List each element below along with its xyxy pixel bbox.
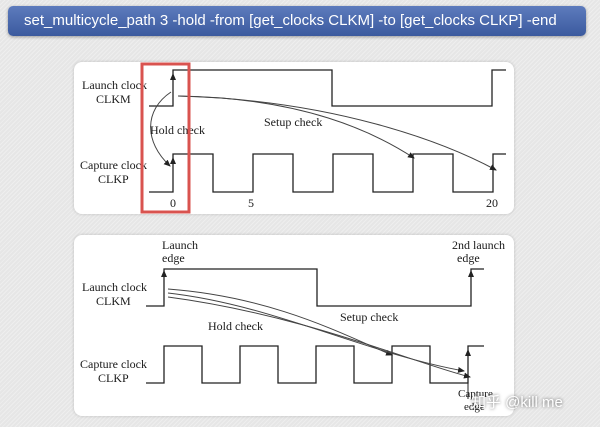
bottom-capture-edge-label-2: edge bbox=[464, 401, 485, 413]
top-highlight-box bbox=[140, 62, 191, 214]
top-setup-check-label: Setup check bbox=[264, 115, 322, 129]
bottom-setup-check-label: Setup check bbox=[340, 310, 398, 324]
top-diagram-svg: Launch clock CLKM Capture clock CLKP Hol… bbox=[80, 62, 506, 214]
bottom-second-launch-label-2: edge bbox=[457, 251, 480, 265]
command-text: set_multicycle_path 3 -hold -from [get_c… bbox=[24, 12, 557, 29]
top-tick-20: 20 bbox=[486, 196, 498, 210]
bottom-timing-diagram: Launch edge 2nd launch edge Launch clock… bbox=[74, 235, 514, 416]
bottom-second-launch-label-1: 2nd launch bbox=[452, 238, 505, 252]
bottom-launch-label-2: CLKM bbox=[96, 294, 131, 308]
bottom-capture-edge-label-1: Capture bbox=[458, 388, 493, 400]
top-tick-5: 5 bbox=[248, 196, 254, 210]
bottom-diagram-svg: Launch edge 2nd launch edge Launch clock… bbox=[80, 238, 505, 413]
bottom-capture-label-1: Capture clock bbox=[80, 357, 147, 371]
bottom-launch-edge-label-1: Launch bbox=[162, 238, 198, 252]
top-launch-label-2: CLKM bbox=[96, 92, 131, 106]
top-capture-label-1: Capture clock bbox=[80, 158, 147, 172]
bottom-hold-check-arrow-2 bbox=[167, 296, 471, 379]
top-hold-check-arrow bbox=[150, 91, 172, 167]
bottom-launch-edge-label-2: edge bbox=[162, 251, 185, 265]
top-clkp-waveform bbox=[149, 153, 506, 193]
top-timing-diagram: Launch clock CLKM Capture clock CLKP Hol… bbox=[74, 62, 514, 214]
top-setup-check-arrow-2 bbox=[177, 95, 497, 171]
bottom-clkm-waveform bbox=[146, 268, 484, 307]
top-hold-check-label: Hold check bbox=[150, 123, 205, 137]
watermark: 知乎 @kill me bbox=[471, 394, 563, 411]
bottom-launch-label-1: Launch clock bbox=[82, 280, 147, 294]
bottom-capture-label-2: CLKP bbox=[98, 371, 129, 385]
top-launch-label-1: Launch clock bbox=[82, 78, 147, 92]
bottom-clkp-waveform bbox=[146, 345, 484, 384]
top-tick-0: 0 bbox=[170, 196, 176, 210]
bottom-setup-check-arrow bbox=[167, 288, 393, 356]
bottom-hold-check-label: Hold check bbox=[208, 319, 263, 333]
top-clkm-waveform bbox=[149, 69, 506, 107]
command-banner: set_multicycle_path 3 -hold -from [get_c… bbox=[8, 6, 586, 36]
top-capture-label-2: CLKP bbox=[98, 172, 129, 186]
